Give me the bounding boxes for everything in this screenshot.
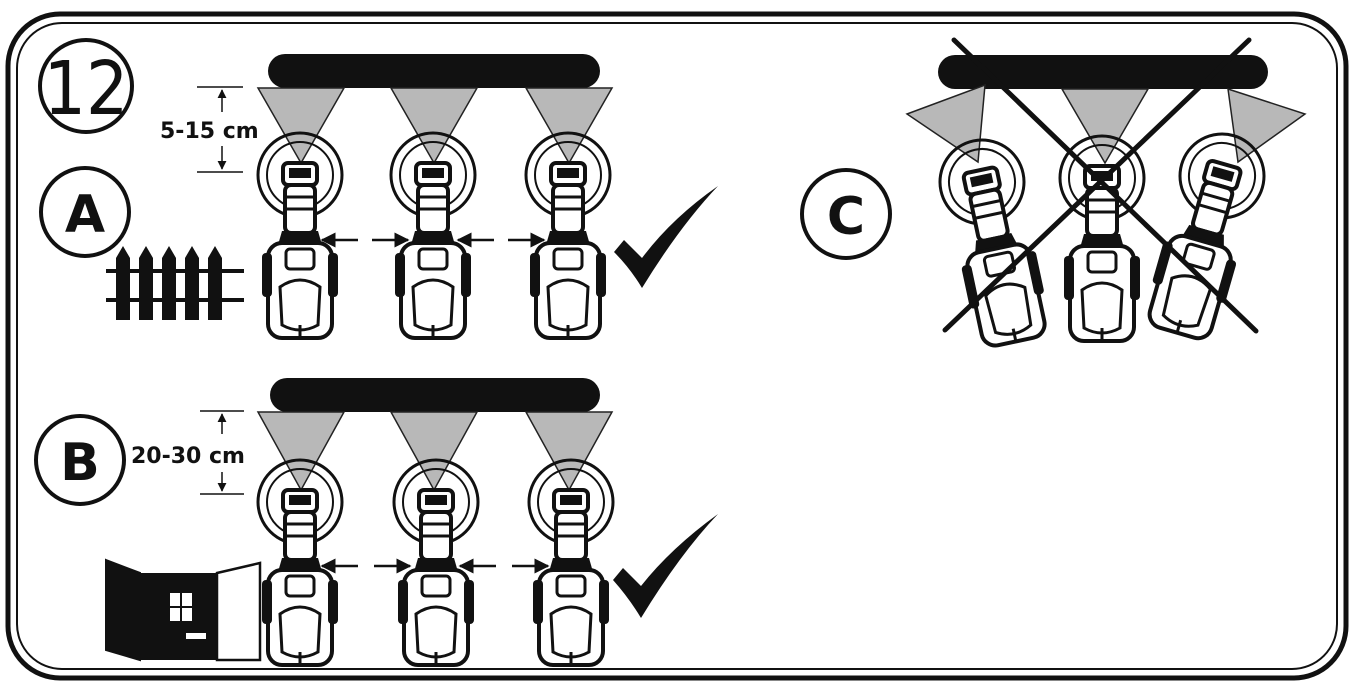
mower-a3 <box>524 131 612 340</box>
boundary-bar-c <box>938 55 1268 89</box>
boundary-bar-a <box>268 54 600 88</box>
check-icon-a <box>614 186 718 288</box>
boundary-bar-b <box>270 378 600 412</box>
panel-c: C <box>800 37 1307 353</box>
panel-letter-c-text: C <box>827 187 865 247</box>
cross-icon-c <box>942 37 1259 334</box>
distance-marker-a <box>197 86 243 173</box>
panel-b: 20-30 cm B <box>34 378 718 667</box>
mower-b2 <box>392 458 480 667</box>
distance-marker-b <box>200 410 244 495</box>
distance-label-b: 20-30 cm <box>131 444 245 469</box>
outer-frame <box>5 11 1349 681</box>
mower-b3 <box>527 458 615 667</box>
shed-icon <box>105 558 262 662</box>
mower-b1 <box>256 458 344 667</box>
panel-letter-b: B <box>34 414 126 506</box>
sensor-beams-a <box>256 87 614 165</box>
panel-letter-a-text: A <box>65 185 105 245</box>
panel-a: 5-15 cm A <box>39 54 718 340</box>
inner-frame <box>16 22 1338 670</box>
mower-c2 <box>1058 134 1146 343</box>
mower-a2 <box>389 131 477 340</box>
check-icon-b <box>613 514 718 618</box>
sensor-beams-b <box>256 411 614 492</box>
panel-letter-a: A <box>39 166 131 258</box>
fence-icon <box>106 246 244 320</box>
panel-letter-c: C <box>800 168 892 260</box>
mower-a1 <box>256 131 344 340</box>
distance-label-a: 5-15 cm <box>160 119 259 144</box>
panel-letter-b-text: B <box>60 433 100 493</box>
step-number: 12 <box>44 46 129 132</box>
step-number-badge: 12 <box>38 38 134 134</box>
